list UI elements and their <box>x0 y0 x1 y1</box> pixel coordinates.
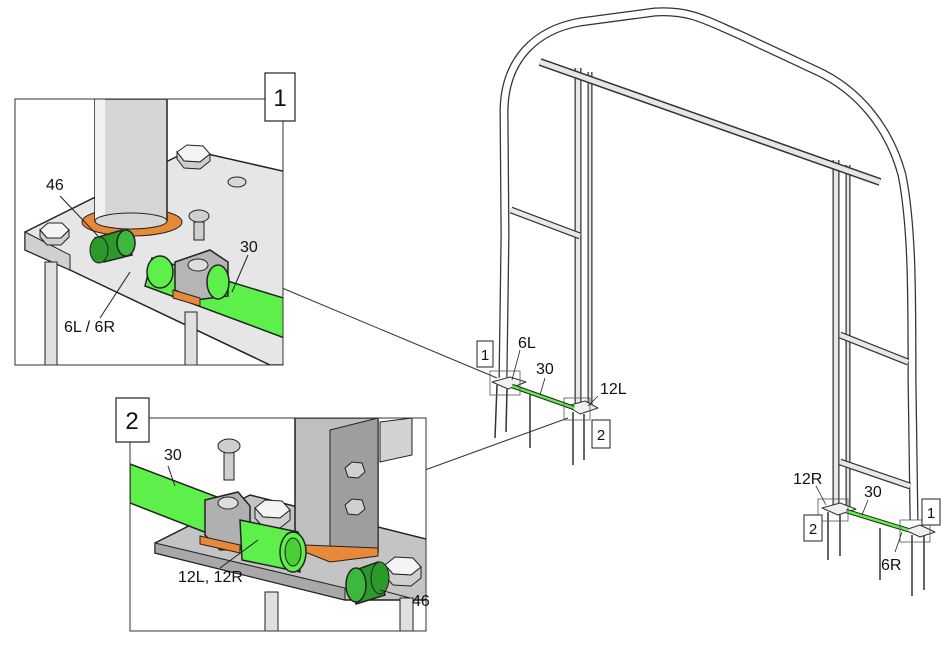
frame-box-2-right: 2 <box>809 521 817 538</box>
label-plate-6l-6r: 6L / 6R <box>64 319 115 336</box>
hex-nut <box>40 223 69 245</box>
frame-label-6r: 6R <box>881 557 901 574</box>
frame-part-labels: 6L 30 12L 12R 30 6R <box>512 335 902 574</box>
greenhouse-frame <box>492 12 935 596</box>
label-pipe-30: 30 <box>164 447 182 464</box>
right-ground-stakes <box>828 512 924 596</box>
frame-label-30-left: 30 <box>536 361 554 378</box>
frame-label-6l: 6L <box>518 335 536 352</box>
frame-label-12r: 12R <box>793 471 822 488</box>
arch-tube <box>503 12 914 520</box>
detail-1: 1 46 30 6L / 6R <box>15 73 300 372</box>
detail-2: 2 30 12L, 12R 46 <box>116 398 430 638</box>
leader-line-detail-2 <box>425 418 568 470</box>
label-pipe-30: 30 <box>240 239 258 256</box>
frame-label-30-right: 30 <box>864 484 882 501</box>
frame-label-12l: 12L <box>600 381 627 398</box>
detail-1-number: 1 <box>273 85 286 112</box>
hex-nut <box>177 145 210 169</box>
label-plate-12l-12r: 12L, 12R <box>178 569 243 586</box>
frame-box-2-left: 2 <box>597 427 605 444</box>
frame-box-1-right: 1 <box>927 505 935 522</box>
detail-2-number: 2 <box>125 408 138 435</box>
hex-nut <box>385 557 421 586</box>
right-base-plate-6r <box>905 525 935 537</box>
leader-line-detail-1 <box>282 288 497 378</box>
label-cap-46: 46 <box>46 177 64 194</box>
vertical-post <box>95 99 167 221</box>
label-cap-46: 46 <box>412 593 430 610</box>
frame-box-1-left: 1 <box>481 347 489 364</box>
